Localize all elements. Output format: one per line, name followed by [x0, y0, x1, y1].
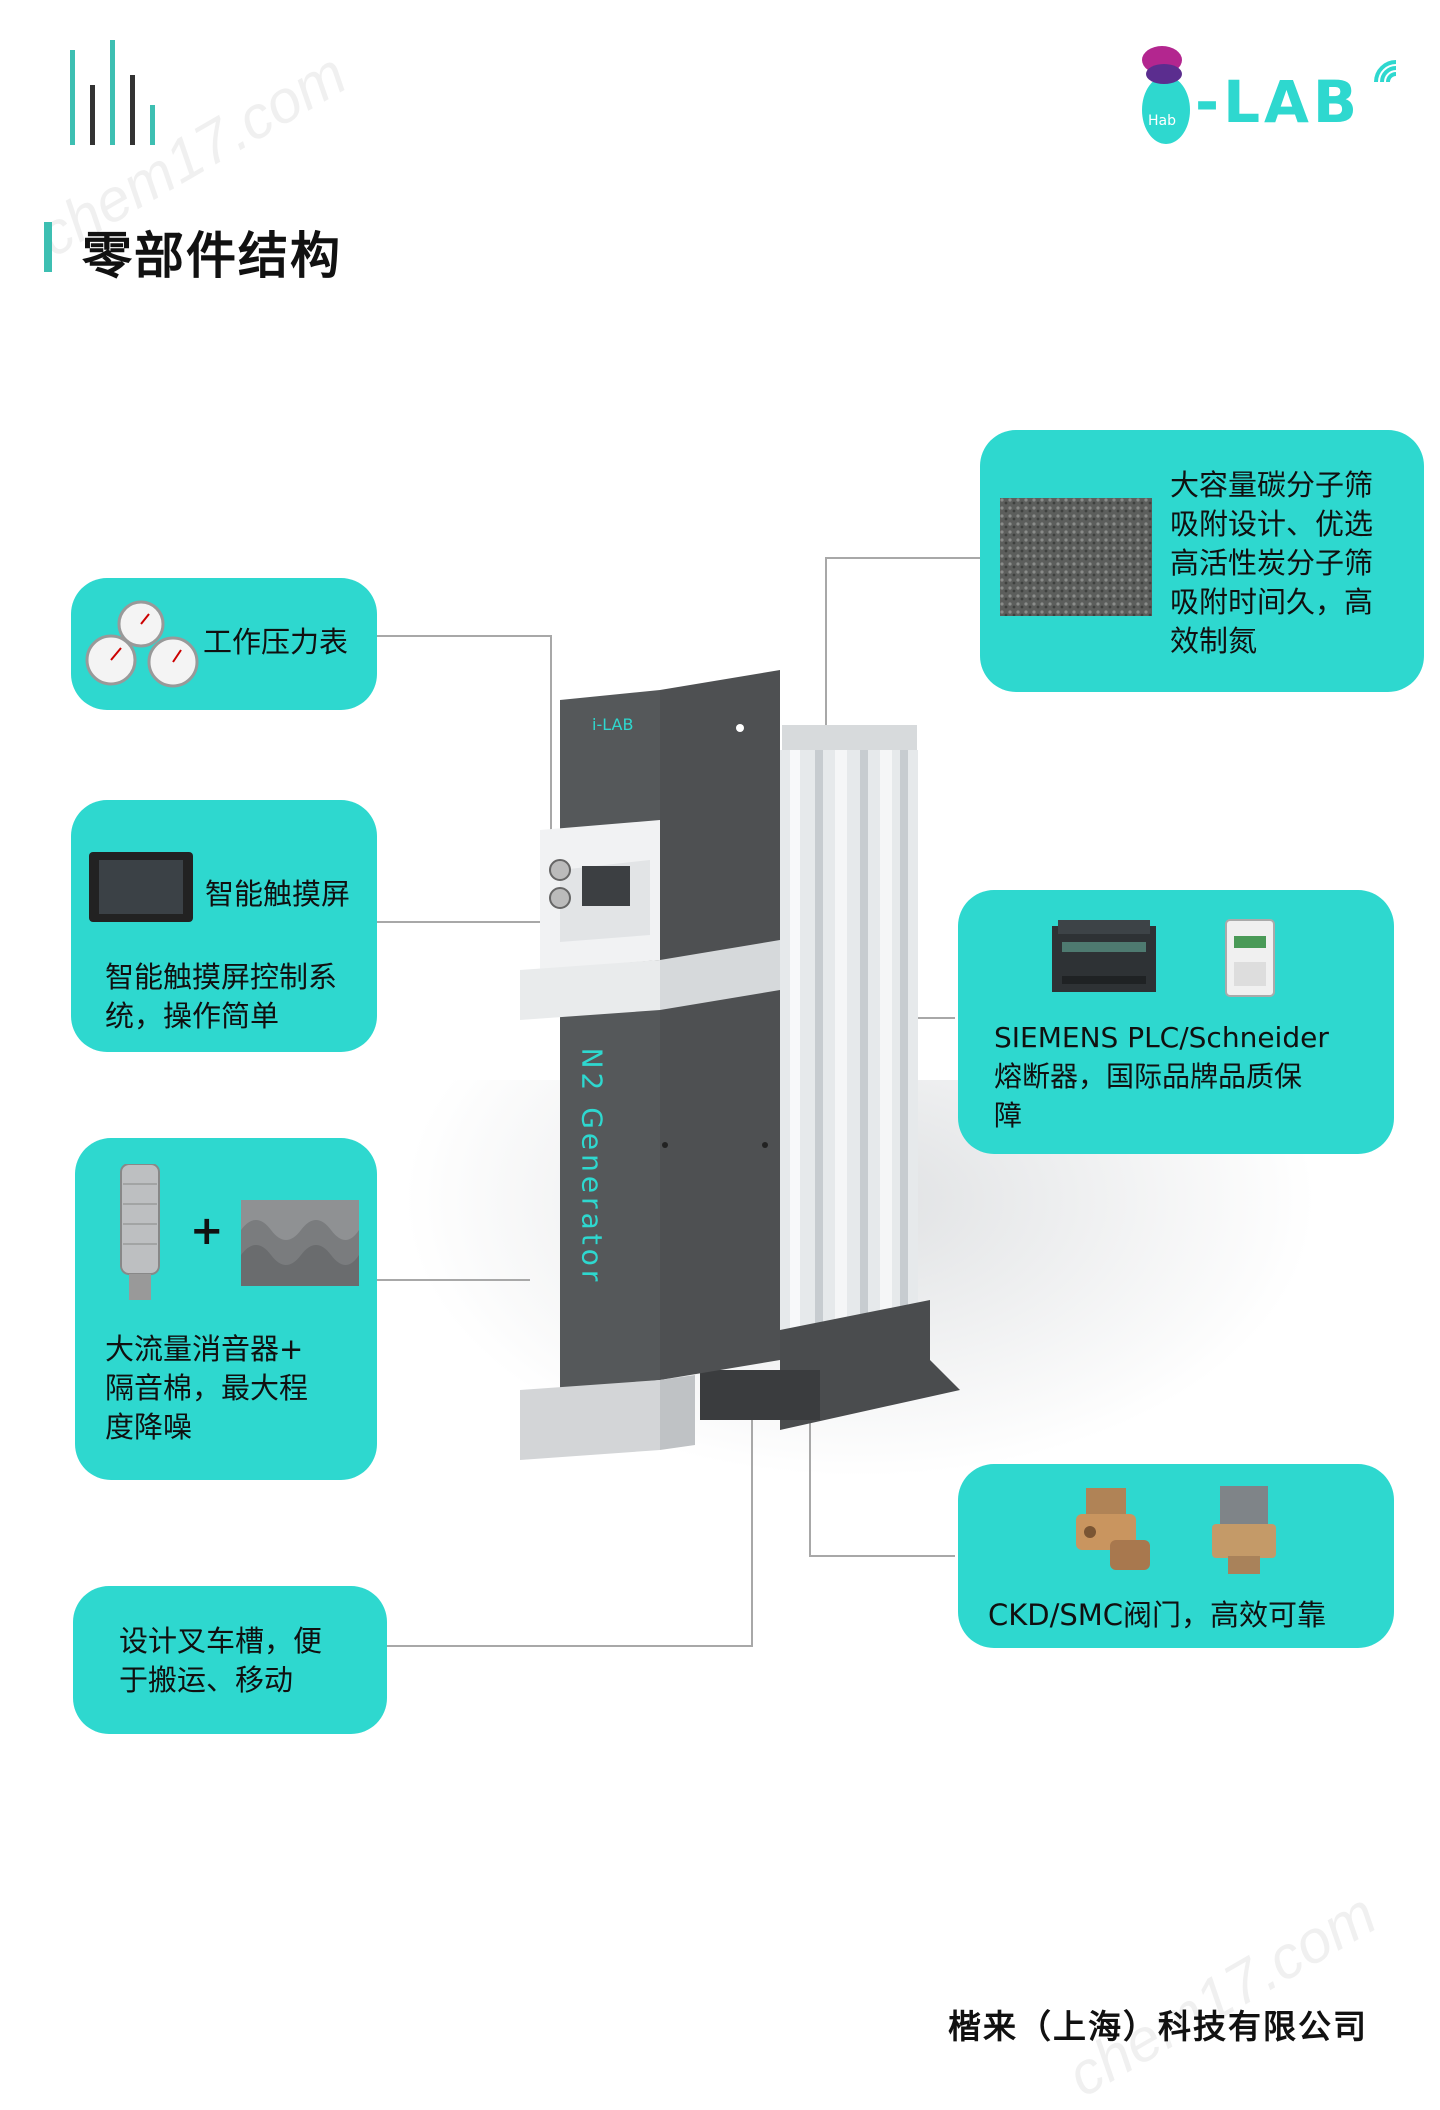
- valve-desc: CKD/SMC阀门，高效可靠: [988, 1598, 1327, 1632]
- silencer-icon: [120, 1164, 160, 1300]
- machine-label: N2 Generator: [575, 1047, 609, 1286]
- card-plc: SIEMENS PLC/Schneider 熔断器，国际品牌品质保 障: [958, 890, 1394, 1154]
- card-forklift: 设计叉车槽，便 于搬运、移动: [73, 1586, 387, 1734]
- wifi-signal-icon: [1374, 60, 1397, 83]
- silencer-desc: 大流量消音器+ 隔音棉，最大程 度降噪: [105, 1332, 309, 1444]
- card-touch-screen: 智能触摸屏 智能触摸屏控制系 统，操作简单: [71, 800, 377, 1052]
- footer-company: 楷来（上海）科技有限公司: [948, 2007, 1368, 2046]
- touch-screen-icon: [89, 852, 193, 922]
- card-silencer: + 大流量消音器+ 隔音棉，最大程 度降噪: [75, 1138, 377, 1480]
- plus-sign: +: [190, 1208, 224, 1254]
- bars-logo-icon: [70, 40, 155, 145]
- ilab-mascot-icon: Hab: [1142, 46, 1190, 144]
- brand-logo-text: -LAB: [1195, 68, 1362, 136]
- machine-badge: i-LAB: [592, 715, 633, 734]
- schneider-fuse-icon: [1225, 919, 1275, 997]
- solenoid-valve-icon: [1076, 1488, 1150, 1570]
- filter-columns: [780, 725, 918, 1350]
- page-title: 零部件结构: [82, 227, 342, 285]
- sound-foam-icon: [241, 1200, 359, 1286]
- card-valve: CKD/SMC阀门，高效可靠: [958, 1464, 1394, 1648]
- title-accent-bar: [44, 222, 52, 272]
- sieve-desc: 大容量碳分子筛 吸附设计、优选 高活性炭分子筛 吸附时间久，高 效制氮: [1170, 468, 1374, 658]
- card-molecular-sieve: 大容量碳分子筛 吸附设计、优选 高活性炭分子筛 吸附时间久，高 效制氮: [980, 430, 1424, 692]
- forklift-desc: 设计叉车槽，便 于搬运、移动: [119, 1624, 323, 1697]
- plc-desc: SIEMENS PLC/Schneider 熔断器，国际品牌品质保 障: [994, 1021, 1329, 1132]
- touch-title: 智能触摸屏: [205, 877, 351, 911]
- siemens-plc-icon: [1052, 920, 1156, 992]
- pressure-gauge-icon: [85, 600, 199, 688]
- pneumatic-valve-icon: [1212, 1486, 1276, 1574]
- svg-text:Hab: Hab: [1148, 113, 1176, 129]
- card-pressure-gauge: 工作压力表: [71, 578, 377, 710]
- carbon-sieve-icon: [1000, 498, 1152, 616]
- n2-generator-machine: i-LAB: [520, 670, 960, 1460]
- touch-desc: 智能触摸屏控制系 统，操作简单: [105, 960, 338, 1033]
- gauge-label: 工作压力表: [203, 625, 349, 659]
